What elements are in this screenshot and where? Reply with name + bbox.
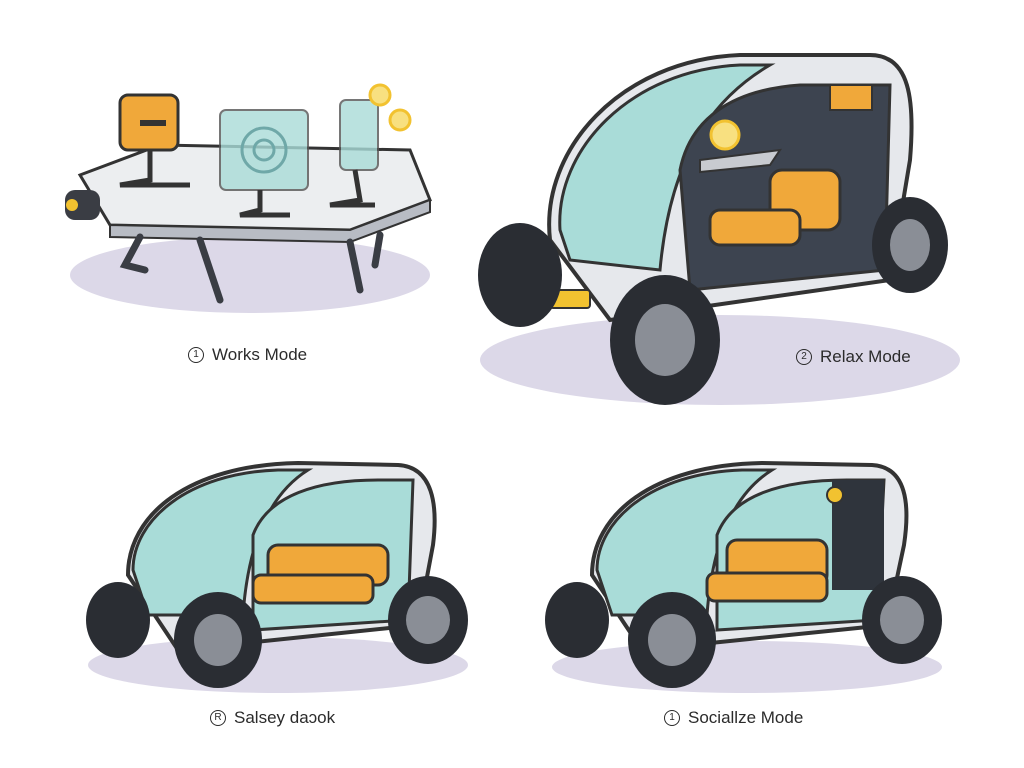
glow-icon: [709, 119, 741, 151]
pod-vehicle-icon: [478, 53, 960, 405]
badge-3: R: [210, 710, 226, 726]
desk-icon: [65, 83, 432, 313]
wheel-icon: [478, 223, 562, 327]
pod-vehicle-icon: [86, 460, 468, 693]
socialize-mode-label: Sociallze Mode: [688, 708, 804, 727]
relax-mode-illustration: [470, 40, 970, 420]
works-mode-illustration: [50, 60, 450, 320]
glow-icon: [826, 486, 844, 504]
relax-mode-label: Relax Mode: [820, 347, 911, 366]
badge-4: 1: [664, 710, 680, 726]
relax-mode-caption: 2 Relax Mode: [796, 347, 911, 367]
sleep-mode-label: Salsey daɔok: [234, 708, 336, 727]
socialize-mode-caption: 1 Sociallze Mode: [664, 708, 803, 728]
badge-2: 2: [796, 349, 812, 365]
badge-1: 1: [188, 347, 204, 363]
wheel-icon: [86, 582, 150, 658]
works-mode-caption: 1 Works Mode: [188, 345, 307, 365]
wheel-icon: [545, 582, 609, 658]
works-mode-label: Works Mode: [212, 345, 308, 364]
pod-vehicle-icon: [545, 460, 942, 693]
sleep-mode-illustration: [78, 455, 478, 695]
socialize-mode-illustration: [542, 455, 952, 695]
sleep-mode-caption: R Salsey daɔok: [210, 708, 335, 728]
